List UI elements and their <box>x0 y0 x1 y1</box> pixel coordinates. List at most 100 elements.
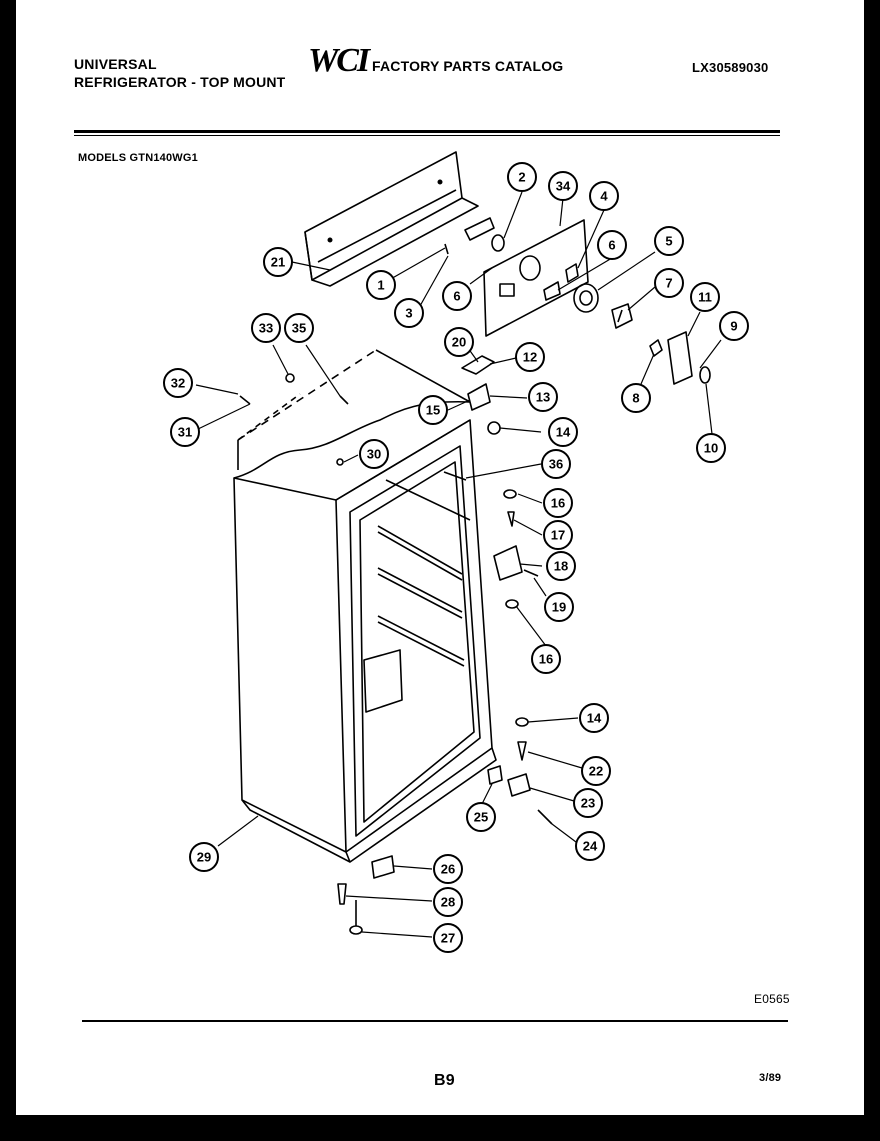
callout-c3: 3 <box>394 298 424 328</box>
callout-c26: 26 <box>433 854 463 884</box>
callout-number: 23 <box>581 796 595 811</box>
page-number: B9 <box>434 1072 455 1089</box>
callout-number: 5 <box>665 234 672 249</box>
callout-number: 18 <box>554 559 568 574</box>
callout-circle <box>433 887 463 917</box>
callout-c12: 12 <box>515 342 545 372</box>
callout-number: 16 <box>539 652 553 667</box>
callout-c27: 27 <box>433 923 463 953</box>
callout-circle <box>394 298 424 328</box>
brand-line-2: REFRIGERATOR - TOP MOUNT <box>74 74 286 90</box>
callout-c1: 1 <box>366 270 396 300</box>
callout-number: 30 <box>367 447 381 462</box>
callout-c33: 33 <box>251 313 281 343</box>
models-label: MODELS GTN140WG1 <box>78 152 198 164</box>
callout-number: 29 <box>197 850 211 865</box>
callout-c7: 7 <box>654 268 684 298</box>
callout-number: 3 <box>405 306 412 321</box>
callout-c31: 31 <box>170 417 200 447</box>
callout-circle <box>433 923 463 953</box>
callout-circle <box>548 417 578 447</box>
callout-number: 34 <box>556 179 571 194</box>
callout-number: 33 <box>259 321 273 336</box>
callout-circle <box>366 270 396 300</box>
callout-number: 14 <box>587 711 602 726</box>
callout-circle <box>579 703 609 733</box>
parts-catalog-sheet: UNIVERSAL REFRIGERATOR - TOP MOUNT WCI F… <box>16 0 864 1115</box>
callout-c21: 21 <box>263 247 293 277</box>
callout-circle <box>541 449 571 479</box>
callout-c23: 23 <box>573 788 603 818</box>
callout-circle <box>170 417 200 447</box>
callout-c20: 20 <box>444 327 474 357</box>
callout-number: 22 <box>589 764 603 779</box>
callout-c24: 24 <box>575 831 605 861</box>
callout-circle <box>654 226 684 256</box>
callout-circle <box>573 788 603 818</box>
callout-circle <box>654 268 684 298</box>
callout-number: 8 <box>632 391 639 406</box>
callout-number: 7 <box>665 276 672 291</box>
callout-circle <box>597 230 627 260</box>
callout-number: 6 <box>453 289 460 304</box>
callout-c6b: 6 <box>597 230 627 260</box>
catalog-number: LX30589030 <box>692 60 769 75</box>
callout-c36: 36 <box>541 449 571 479</box>
callout-c9: 9 <box>719 311 749 341</box>
callout-circle <box>418 395 448 425</box>
catalog-title: FACTORY PARTS CATALOG <box>372 58 564 74</box>
callout-number: 20 <box>452 335 466 350</box>
callout-number: 31 <box>178 425 192 440</box>
callout-circle <box>251 313 281 343</box>
callout-c30: 30 <box>359 439 389 469</box>
callout-c19: 19 <box>544 592 574 622</box>
callout-circle <box>544 592 574 622</box>
callout-number: 15 <box>426 403 440 418</box>
callout-number: 4 <box>600 189 608 204</box>
callout-circle <box>433 854 463 884</box>
callout-c5: 5 <box>654 226 684 256</box>
callout-c6a: 6 <box>442 281 472 311</box>
callout-number: 1 <box>377 278 384 293</box>
page-date: 3/89 <box>759 1072 782 1084</box>
callout-number: 32 <box>171 376 185 391</box>
callout-number: 36 <box>549 457 563 472</box>
callout-c18: 18 <box>546 551 576 581</box>
callout-number: 19 <box>552 600 566 615</box>
callout-c2: 2 <box>507 162 537 192</box>
callout-circle <box>548 171 578 201</box>
callout-c13: 13 <box>528 382 558 412</box>
callout-bubbles: 1234566789101112131414151616171819202122… <box>163 162 749 953</box>
wci-logo: WCI <box>308 42 370 79</box>
callout-circle <box>543 520 573 550</box>
footer-rule <box>82 1020 788 1022</box>
callout-c25: 25 <box>466 802 496 832</box>
callout-circle <box>719 311 749 341</box>
light-switch-assembly <box>649 331 711 385</box>
callout-c22: 22 <box>581 756 611 786</box>
callout-circle <box>284 313 314 343</box>
callout-number: 21 <box>271 255 285 270</box>
door-hardware-parts <box>443 471 553 825</box>
callout-circle <box>442 281 472 311</box>
callout-circle <box>507 162 537 192</box>
control-panel-plate <box>483 219 589 337</box>
thermostat-parts <box>491 234 633 329</box>
callout-number: 17 <box>551 528 565 543</box>
callout-circle <box>621 383 651 413</box>
callout-c34: 34 <box>548 171 578 201</box>
callout-circle <box>531 644 561 674</box>
header-rule-thin <box>74 135 780 136</box>
callout-c14a: 14 <box>548 417 578 447</box>
callout-circle <box>575 831 605 861</box>
brand-line-1: UNIVERSAL <box>74 56 157 72</box>
callout-circle <box>444 327 474 357</box>
header-rule <box>74 130 780 133</box>
callout-c15: 15 <box>418 395 448 425</box>
callout-circle <box>581 756 611 786</box>
callout-number: 13 <box>536 390 550 405</box>
callout-c16b: 16 <box>531 644 561 674</box>
callout-circle <box>515 342 545 372</box>
callout-number: 9 <box>730 319 737 334</box>
callout-circle <box>189 842 219 872</box>
